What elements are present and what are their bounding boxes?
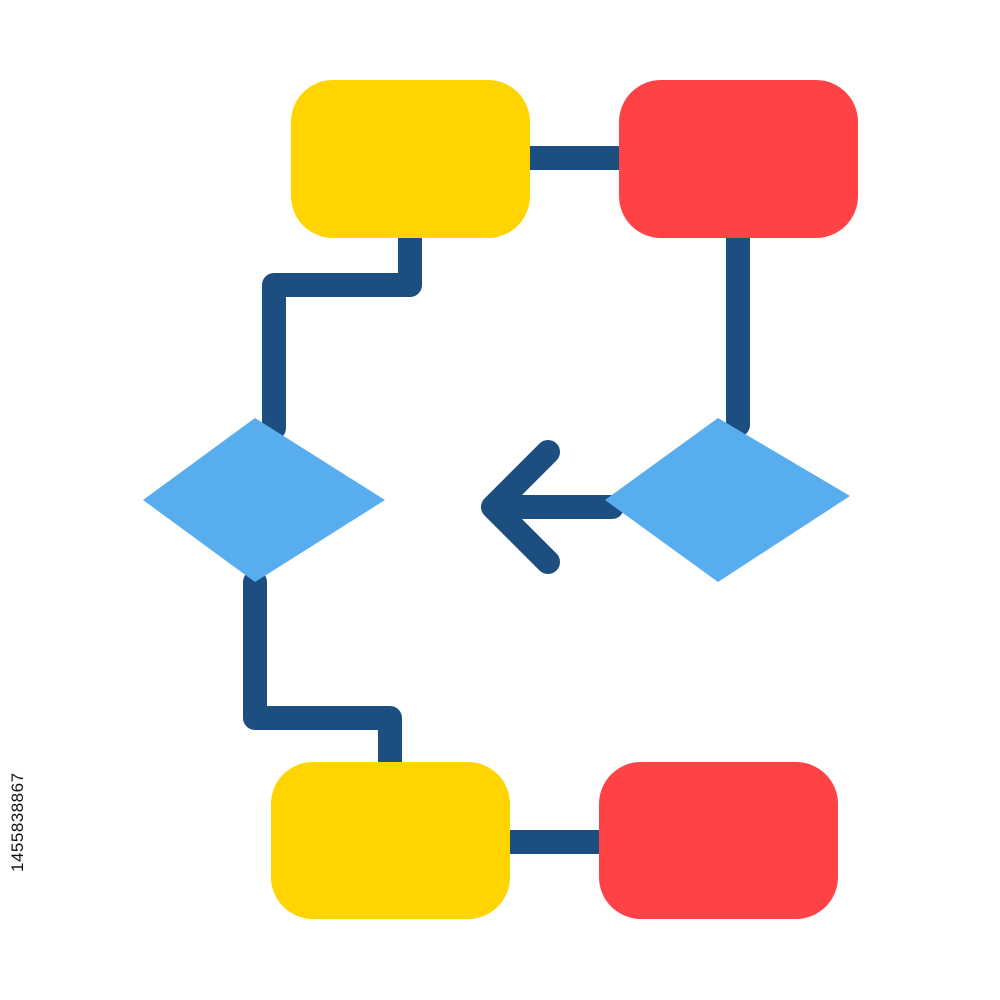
arrow-head-icon bbox=[481, 440, 560, 574]
process-box-bottom-left bbox=[271, 762, 510, 919]
process-box-bottom-right bbox=[599, 762, 838, 919]
decision-diamond-left bbox=[143, 418, 385, 582]
process-box-top-left bbox=[291, 80, 530, 238]
stock-id-label: 1455838867 bbox=[8, 772, 27, 872]
connector-bottom-left bbox=[243, 570, 402, 780]
connector-top-left bbox=[262, 220, 422, 440]
process-box-top-right bbox=[619, 80, 858, 238]
decision-diamond-right bbox=[605, 418, 850, 582]
